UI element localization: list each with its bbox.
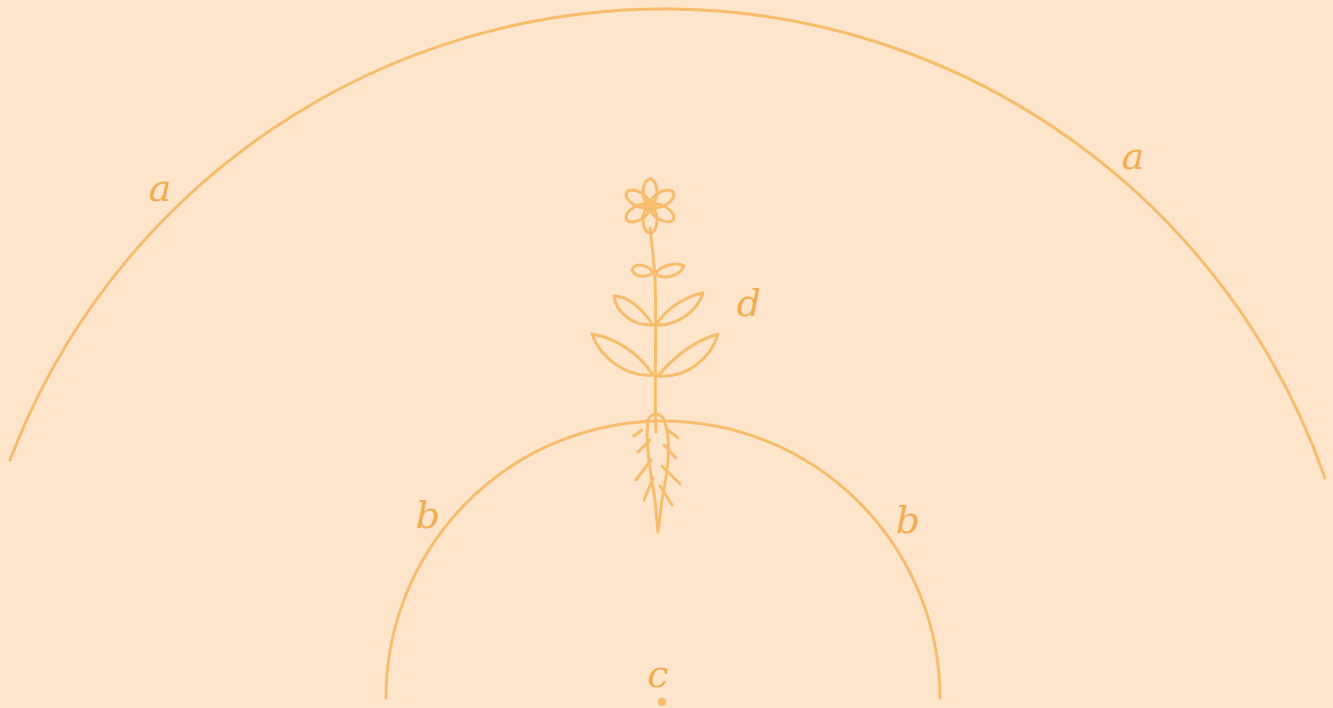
leaf — [655, 264, 684, 277]
stem — [650, 228, 656, 432]
flower — [623, 179, 677, 233]
part-letter: b — [896, 501, 920, 539]
part-letter: d — [737, 284, 761, 322]
leaf — [592, 334, 653, 375]
leaf — [658, 334, 718, 376]
part-letter: a — [149, 169, 172, 207]
part-letter: c — [647, 655, 668, 693]
inner-arc — [386, 421, 940, 698]
leaf — [614, 296, 653, 325]
part-letter: a — [1122, 137, 1145, 175]
leaf — [656, 293, 703, 325]
center-dot — [658, 698, 666, 706]
rootlet — [634, 430, 680, 505]
outer-arc — [10, 9, 1325, 478]
part-letter: b — [416, 496, 440, 534]
leaf — [632, 265, 653, 276]
root — [647, 414, 668, 532]
